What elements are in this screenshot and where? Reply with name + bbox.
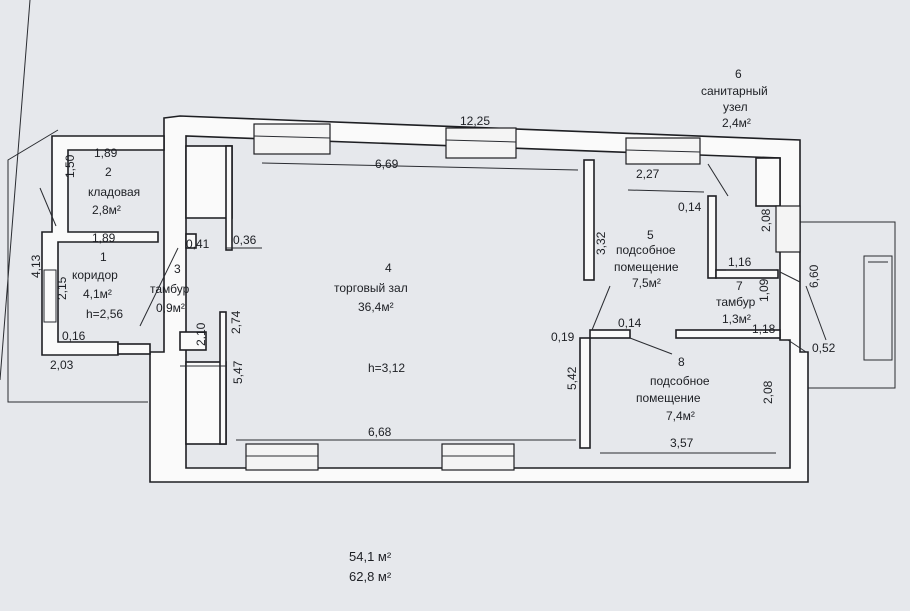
dim-6-68: 6,68 — [368, 425, 392, 439]
room-7-name: тамбур — [716, 295, 756, 309]
room-7-number: 7 — [736, 279, 743, 293]
vestibule-door-swing — [139, 247, 179, 327]
room-3-name: тамбур — [150, 282, 190, 296]
window-top-2-sash — [445, 139, 517, 143]
room-4-area: 36,4м² — [358, 300, 394, 314]
partition-room8-top — [675, 329, 781, 339]
site-outline-left — [7, 129, 148, 403]
window-bottom-1 — [245, 443, 319, 471]
room-8-name-line1: подсобное — [650, 374, 710, 388]
dim-6-69: 6,69 — [375, 157, 399, 171]
partition-room5-upper — [583, 159, 595, 281]
window-top-1 — [253, 123, 331, 155]
room-5-area: 7,5м² — [632, 276, 661, 290]
dim-0-14-a: 0,14 — [678, 200, 702, 214]
dim-line-6-69 — [261, 162, 579, 171]
dim-0-19: 0,19 — [551, 330, 575, 344]
room-8-name-line2: помещение — [636, 391, 701, 405]
room-7-area: 1,3м² — [722, 312, 751, 326]
partition-room8-left — [579, 337, 591, 449]
room-1-name: коридор — [72, 268, 118, 282]
site-outline-right — [800, 221, 896, 389]
dim-0-52: 0,52 — [812, 341, 836, 355]
room-6-name-line1: санитарный — [701, 84, 768, 98]
vestibule-pier — [179, 331, 207, 351]
sanitary-window — [775, 205, 801, 253]
room-3-number: 3 — [174, 262, 181, 276]
dim-5-47: 5,47 — [231, 360, 245, 384]
room8-door-swing — [629, 337, 673, 355]
dim-2-10: 2,10 — [194, 322, 208, 346]
dim-1-89-top: 1,89 — [94, 146, 118, 160]
room-3-area: 0,9м² — [156, 301, 185, 315]
dim-4-13: 4,13 — [29, 254, 43, 278]
annex-window — [43, 269, 57, 323]
room-2-number: 2 — [105, 165, 112, 179]
dim-1-50: 1,50 — [63, 154, 77, 178]
partition-room8-nib — [589, 329, 631, 339]
porch-steps — [863, 255, 893, 361]
dim-3-57: 3,57 — [670, 436, 694, 450]
annex-wall — [41, 135, 165, 356]
vestibule-jamb — [185, 233, 197, 249]
room-1-height: h=2,56 — [86, 307, 123, 321]
window-bottom-2 — [441, 443, 515, 471]
room-8-number: 8 — [678, 355, 685, 369]
left-hall-partition — [219, 311, 227, 445]
sanitary-door-swing — [707, 163, 729, 197]
vestibule-partition — [225, 145, 233, 251]
room-1-number: 1 — [100, 250, 107, 264]
window-top-1-sash — [253, 135, 331, 139]
dim-2-27: 2,27 — [636, 167, 660, 181]
annex-door-swing — [39, 187, 57, 227]
room-4-name: торговый зал — [334, 281, 408, 295]
room-1-area: 4,1м² — [83, 287, 112, 301]
dim-2-74: 2,74 — [229, 310, 243, 334]
dim-0-36: 0,36 — [233, 233, 257, 247]
room-2-name: кладовая — [88, 185, 140, 199]
room-4-number: 4 — [385, 261, 392, 275]
room5-door-swing — [591, 285, 611, 331]
room-6-name-line2: узел — [723, 100, 748, 114]
room-6-area: 2,4м² — [722, 116, 751, 130]
window-top-3-sash — [625, 149, 701, 153]
partition-room7-left — [707, 195, 717, 279]
dim-0-41: 0,41 — [186, 237, 210, 251]
dim-6-60: 6,60 — [807, 264, 821, 288]
room-2-area: 2,8м² — [92, 203, 121, 217]
dim-1-16: 1,16 — [728, 255, 752, 269]
dim-0-16: 0,16 — [62, 329, 86, 343]
dim-3-32: 3,32 — [594, 231, 608, 255]
room-5-name-line2: помещение — [614, 260, 679, 274]
dim-12-25: 12,25 — [460, 114, 490, 128]
paper-fold-line — [0, 0, 31, 381]
sanitary-wall — [755, 157, 781, 207]
window-top-2 — [445, 127, 517, 159]
partition-room7-top — [715, 269, 779, 279]
dim-0-14-b: 0,14 — [618, 316, 642, 330]
dim-1-09: 1,09 — [757, 278, 771, 302]
total-area-full: 62,8 м² — [349, 569, 392, 584]
dim-1-18: 1,18 — [752, 322, 776, 336]
room-8-area: 7,4м² — [666, 409, 695, 423]
dim-2-15: 2,15 — [55, 276, 69, 300]
dim-2-08-a: 2,08 — [759, 208, 773, 232]
dim-1-89-mid: 1,89 — [92, 231, 116, 245]
total-area-main: 54,1 м² — [349, 549, 392, 564]
dim-2-03: 2,03 — [50, 358, 74, 372]
room-4-height: h=3,12 — [368, 361, 405, 375]
room-5-name-line1: подсобное — [616, 243, 676, 257]
dim-line-2-27 — [627, 189, 705, 193]
annex-step — [117, 343, 151, 355]
dim-2-08-b: 2,08 — [761, 380, 775, 404]
room-5-number: 5 — [647, 228, 654, 242]
dim-5-42: 5,42 — [565, 366, 579, 390]
entrance-door-swing — [805, 285, 827, 341]
room-6-number: 6 — [735, 67, 742, 81]
